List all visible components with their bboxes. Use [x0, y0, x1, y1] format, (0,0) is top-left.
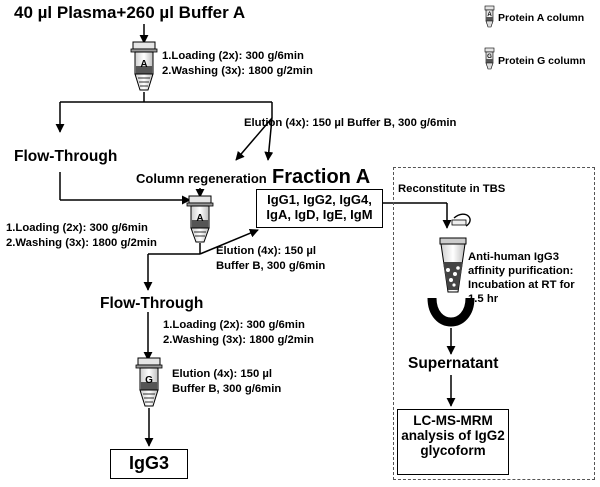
- column-regeneration-label: Column regeneration: [136, 171, 267, 186]
- fraction-a-line2: IgA, IgD, IgE, IgM: [266, 207, 373, 222]
- affinity-line2: affinity purification:: [468, 265, 574, 277]
- legend-protein-g-label: Protein G column: [498, 55, 586, 67]
- right-panel-dashed-frame: [393, 167, 595, 480]
- lcms-analysis-box: LC-MS-MRM analysis of IgG2 glycoform: [397, 409, 509, 475]
- lcms-line2: analysis of IgG2: [401, 428, 505, 443]
- connector-elution-fork: [235, 117, 274, 161]
- elution-1-label: Elution (4x): 150 µl Buffer B, 300 g/6mi…: [244, 117, 457, 129]
- elution-2-line2: Buffer B, 300 g/6min: [216, 260, 326, 272]
- elution-3-line2: Buffer B, 300 g/6min: [172, 383, 282, 395]
- connector-fraction-a-to-reconstitute: [382, 202, 452, 229]
- legend-protein-a-label: Protein A column: [498, 12, 585, 24]
- elution-2-line1: Elution (4x): 150 µl: [216, 245, 317, 257]
- fraction-a-title: Fraction A: [272, 166, 371, 188]
- affinity-line4: 1.5 hr: [468, 293, 499, 305]
- sample-input-label: 40 µl Plasma+260 µl Buffer A: [14, 3, 246, 22]
- step3-washing: 2.Washing (3x): 1800 g/2min: [163, 334, 314, 346]
- connector-split-1: [55, 92, 273, 133]
- step2-loading: 1.Loading (2x): 300 g/6min: [6, 222, 148, 234]
- legend-protein-g-icon: [484, 47, 495, 70]
- step3-loading: 1.Loading (2x): 300 g/6min: [163, 319, 305, 331]
- step1-loading: 1.Loading (2x): 300 g/6min: [162, 50, 304, 62]
- microcentrifuge-tube-icon: [439, 213, 471, 293]
- affinity-line1: Anti-human IgG3: [468, 251, 559, 263]
- regenerated-protein-a-column-icon: [186, 195, 214, 243]
- igg3-result-box: IgG3: [110, 449, 188, 479]
- protein-a-column-icon: [130, 41, 158, 91]
- lcms-line3: glycoform: [420, 443, 486, 458]
- flow-through-2-label: Flow-Through: [100, 295, 204, 312]
- step1-washing: 2.Washing (3x): 1800 g/2min: [162, 65, 313, 77]
- magnet-icon: [427, 297, 475, 327]
- reconstitute-label: Reconstitute in TBS: [398, 183, 506, 195]
- affinity-line3: Incubation at RT for: [468, 279, 575, 291]
- fraction-a-line1: IgG1, IgG2, IgG4,: [267, 192, 372, 207]
- connector-column-to-flowthrough-2: [143, 228, 259, 291]
- step2-washing: 2.Washing (3x): 1800 g/2min: [6, 237, 157, 249]
- flow-through-1-label: Flow-Through: [14, 148, 118, 165]
- lcms-line1: LC-MS-MRM: [413, 413, 493, 428]
- connector-flowthrough-to-column-a: [59, 172, 191, 205]
- protein-g-column-icon: [135, 357, 163, 407]
- legend-protein-a-icon: [484, 5, 495, 28]
- fraction-a-box: IgG1, IgG2, IgG4, IgA, IgD, IgE, IgM: [256, 189, 383, 228]
- supernatant-label: Supernatant: [408, 355, 499, 372]
- elution-3-line1: Elution (4x): 150 µl: [172, 368, 273, 380]
